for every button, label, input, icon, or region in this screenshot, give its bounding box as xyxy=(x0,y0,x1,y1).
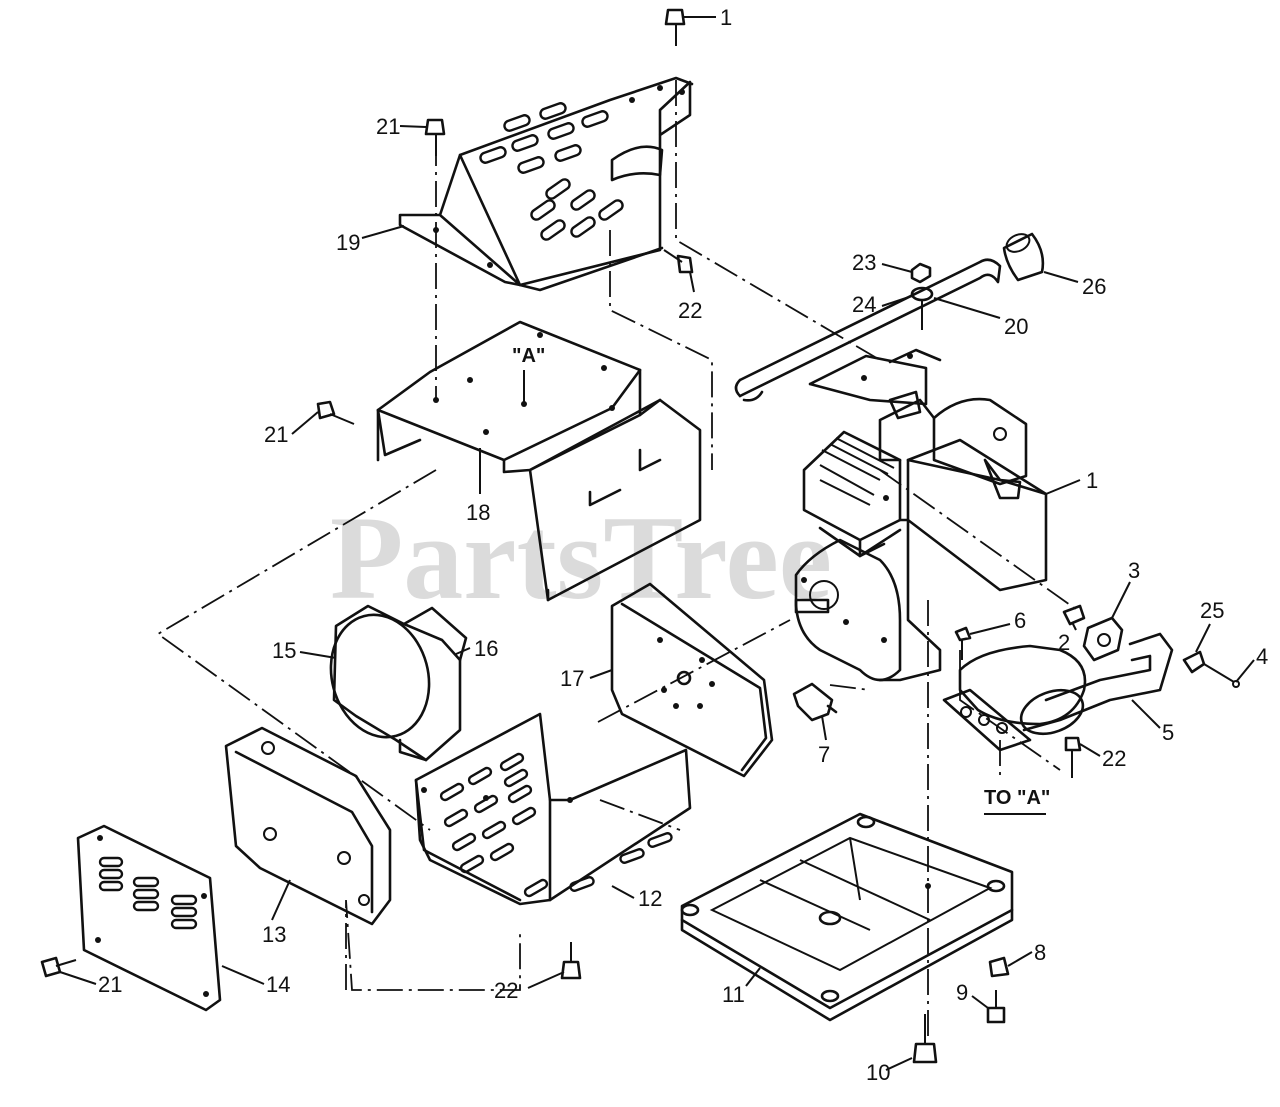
engine-base-plate xyxy=(680,812,1014,1022)
callout-22-top: 22 xyxy=(678,298,702,323)
callout-12: 12 xyxy=(638,886,662,911)
middle-mounting-panel xyxy=(376,320,702,602)
muffler-and-exhaust xyxy=(942,604,1240,752)
callout-13: 13 xyxy=(262,922,286,947)
reference-mark-a: "A" xyxy=(512,345,545,367)
callout-6: 6 xyxy=(1014,608,1026,633)
callout-1-engine: 1 xyxy=(1086,468,1098,493)
callout-25: 25 xyxy=(1200,598,1224,623)
parts-tree-watermark: PartsTree xyxy=(330,491,832,624)
callout-4: 4 xyxy=(1256,644,1268,669)
engine-mount-bolt xyxy=(954,626,972,660)
reference-mark-to-a: TO "A" xyxy=(984,787,1050,809)
louvered-base-pan xyxy=(414,712,692,906)
callout-21-top: 21 xyxy=(376,114,400,139)
callout-21-bottom: 21 xyxy=(98,972,122,997)
louvered-end-panel xyxy=(76,824,222,1012)
callout-22-bottom: 22 xyxy=(494,978,518,1003)
rear-housing-plate xyxy=(224,726,392,926)
callout-16: 16 xyxy=(474,636,498,661)
hex-nut-and-washer xyxy=(910,262,934,330)
handle-grip xyxy=(1002,232,1045,282)
callout-leaders xyxy=(59,16,1255,1071)
assembly-lines xyxy=(156,80,1081,1040)
lifting-handle-bar xyxy=(734,258,1002,406)
fan-housing-ring xyxy=(329,604,468,762)
callout-numbers: 1 21 19 22 23 24 26 20 21 18 1 3 25 4 2 … xyxy=(98,5,1268,1085)
callout-23: 23 xyxy=(852,250,876,275)
end-plate xyxy=(610,582,774,778)
drain-fitting xyxy=(792,682,838,722)
callout-5: 5 xyxy=(1162,720,1174,745)
callout-3: 3 xyxy=(1128,558,1140,583)
callout-7: 7 xyxy=(818,742,830,767)
fasteners xyxy=(40,8,1082,1064)
callout-8: 8 xyxy=(1034,940,1046,965)
top-cover-panel xyxy=(398,76,694,292)
callout-26: 26 xyxy=(1082,274,1106,299)
engine-assembly xyxy=(794,390,1048,682)
callout-21-mid: 21 xyxy=(264,422,288,447)
callout-2: 2 xyxy=(1058,630,1070,655)
callout-24: 24 xyxy=(852,292,876,317)
callout-1-top: 1 xyxy=(720,5,732,30)
callout-20: 20 xyxy=(1004,314,1028,339)
callout-14: 14 xyxy=(266,972,290,997)
callout-10: 10 xyxy=(866,1060,890,1085)
callout-9: 9 xyxy=(956,980,968,1005)
callout-15: 15 xyxy=(272,638,296,663)
callout-11: 11 xyxy=(722,982,745,1007)
callout-19: 19 xyxy=(336,230,360,255)
callout-22-right: 22 xyxy=(1102,746,1126,771)
callout-17: 17 xyxy=(560,666,584,691)
callout-18: 18 xyxy=(466,500,490,525)
